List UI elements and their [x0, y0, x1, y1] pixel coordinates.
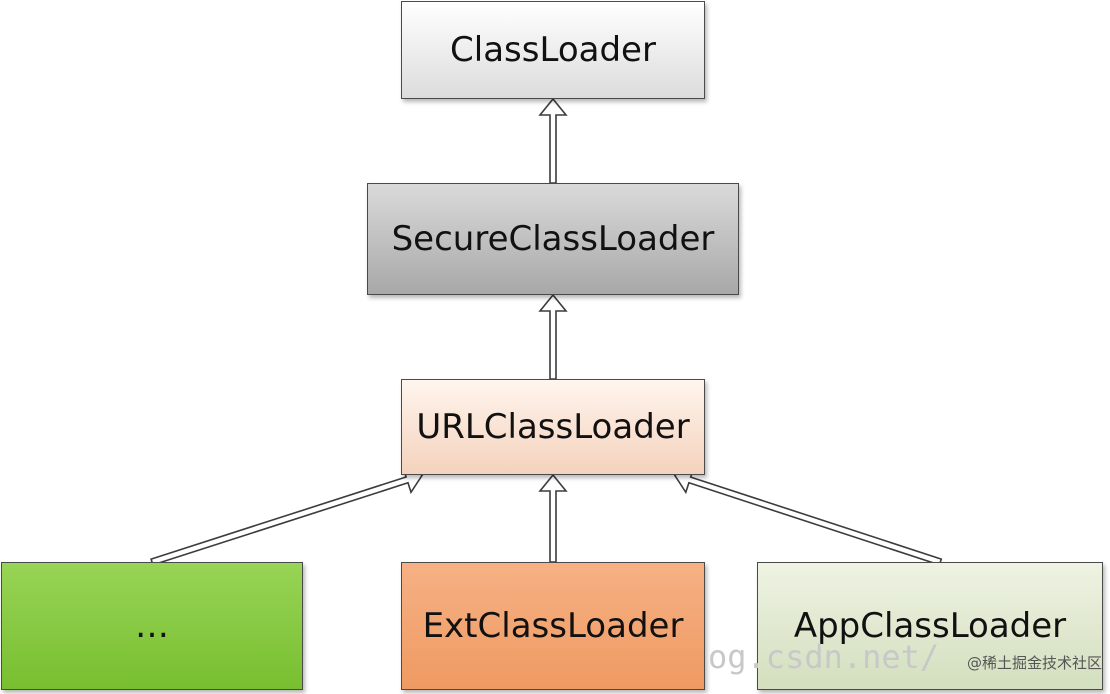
- node-secureclassloader: SecureClassLoader: [367, 183, 739, 295]
- node-appclassloader: AppClassLoader: [757, 562, 1103, 690]
- arrow-app-to-url: [673, 466, 943, 566]
- arrow-secure-to-classloader: [538, 97, 568, 184]
- node-urlclassloader: URLClassLoader: [401, 379, 705, 475]
- node-extclassloader-label: ExtClassLoader: [422, 606, 684, 646]
- arrow-ext-to-url: [538, 473, 568, 563]
- node-classloader: ClassLoader: [401, 1, 705, 99]
- node-extclassloader: ExtClassLoader: [401, 562, 705, 690]
- node-other-loaders-label: …: [135, 606, 169, 646]
- node-other-loaders: …: [1, 562, 303, 690]
- node-classloader-label: ClassLoader: [450, 30, 656, 70]
- node-secureclassloader-label: SecureClassLoader: [391, 219, 715, 259]
- watermark-blog-url: og.csdn.net/: [708, 638, 940, 676]
- watermark-juejin: @稀土掘金技术社区: [966, 654, 1102, 672]
- arrow-dots-to-url: [150, 466, 424, 566]
- node-urlclassloader-label: URLClassLoader: [416, 407, 690, 447]
- node-appclassloader-label: AppClassLoader: [793, 606, 1067, 646]
- arrow-url-to-secure: [538, 293, 568, 380]
